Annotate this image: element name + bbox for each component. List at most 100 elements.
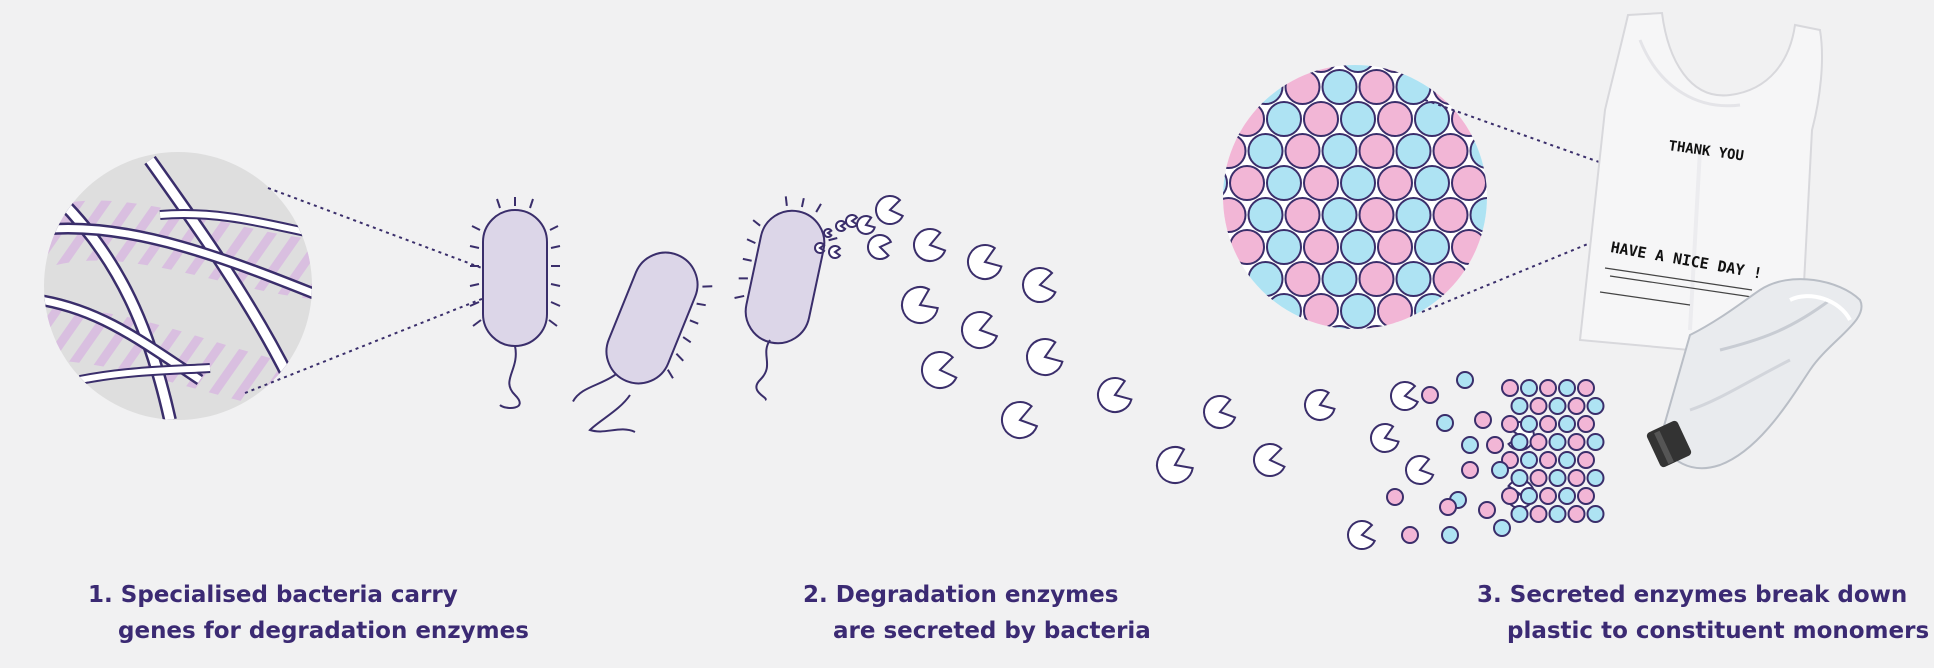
polymer-monomer — [1451, 65, 1487, 73]
polymer-monomer — [1223, 65, 1228, 73]
monomer — [1548, 397, 1567, 415]
monomer — [1510, 433, 1529, 451]
polymer-monomer — [1395, 197, 1432, 233]
polymer-monomer — [1321, 69, 1358, 105]
polymer-monomer — [1358, 197, 1395, 233]
polymer-monomer — [1229, 65, 1265, 73]
monomer — [1567, 505, 1586, 523]
monomer — [1577, 415, 1595, 433]
polymer-monomer — [1358, 133, 1395, 169]
monomer — [1539, 451, 1557, 469]
enzyme-icon — [961, 311, 999, 349]
polymer-monomer — [1508, 70, 1542, 104]
enzyme-icon — [1347, 520, 1377, 550]
polymer-monomer — [1508, 198, 1542, 232]
monomer — [1577, 379, 1595, 397]
polymer-monomer — [1395, 325, 1432, 329]
polymer-monomer — [1321, 325, 1358, 329]
monomer — [1567, 433, 1586, 451]
polymer-monomer — [1223, 101, 1228, 137]
polymer-monomer — [1545, 70, 1579, 104]
polymer-monomer — [1358, 261, 1395, 297]
polymer-monomer — [1395, 69, 1432, 105]
polymer-monomer — [1321, 261, 1358, 297]
enzyme-icon — [835, 220, 847, 232]
monomer — [1441, 526, 1459, 544]
polymer-monomer — [1545, 134, 1579, 168]
monomer — [1461, 436, 1479, 454]
monomer — [1539, 415, 1557, 433]
polymer-monomer — [1508, 326, 1542, 360]
polymer-monomer — [1247, 197, 1284, 233]
polymer-monomer — [1451, 293, 1487, 329]
polymer-monomer — [1451, 229, 1487, 265]
monomer — [1486, 436, 1504, 454]
polymer-monomer — [1303, 165, 1339, 201]
polymer-monomer — [1395, 261, 1432, 297]
monomer — [1529, 469, 1548, 487]
monomer — [1539, 379, 1557, 397]
monomer — [1436, 414, 1454, 432]
monomer — [1548, 505, 1567, 523]
polymer-monomer — [1321, 133, 1358, 169]
step-3-number: 3. — [1477, 582, 1502, 608]
monomer — [1401, 526, 1419, 544]
monomer — [1586, 433, 1605, 451]
polymer-monomer — [1432, 69, 1469, 105]
polymer-monomer — [1377, 165, 1413, 201]
enzyme-icon — [828, 245, 842, 259]
enzyme-icon — [1253, 443, 1286, 477]
polymer-monomer — [1223, 165, 1228, 201]
polymer-monomer — [1469, 69, 1487, 105]
polymer-monomer — [1469, 133, 1487, 169]
polymer-monomer — [1284, 261, 1321, 297]
polymer-monomer — [1340, 229, 1376, 265]
polymer-monomer — [1223, 229, 1228, 265]
polymer-monomer — [1489, 230, 1523, 264]
polymer-monomer — [1284, 133, 1321, 169]
monomer — [1529, 433, 1548, 451]
enzyme-icon — [1203, 395, 1237, 429]
polymer-monomer — [1247, 325, 1284, 329]
polymer-monomer — [1432, 261, 1469, 297]
monomer — [1567, 469, 1586, 487]
monomer — [1510, 469, 1529, 487]
monomer — [1520, 487, 1538, 505]
polymer-monomer — [1266, 165, 1302, 201]
monomer — [1439, 498, 1457, 516]
polymer-monomer — [1340, 165, 1376, 201]
monomer — [1558, 451, 1576, 469]
monomer — [1493, 519, 1511, 537]
polymer-monomer — [1303, 229, 1339, 265]
polymer-monomer — [1266, 65, 1302, 73]
polymer-monomer — [1303, 65, 1339, 73]
enzyme-icon — [1304, 389, 1336, 421]
enzyme-icon — [1026, 338, 1064, 376]
bacterium-icon — [469, 197, 561, 409]
polymer-monomer — [1489, 294, 1523, 328]
polymer-monomer — [1358, 69, 1395, 105]
monomer — [1548, 469, 1567, 487]
polymer-monomer — [1469, 325, 1487, 329]
polymer-monomer — [1451, 165, 1487, 201]
polymer-monomer — [1303, 293, 1339, 329]
polymer-monomer — [1414, 165, 1450, 201]
polymer-monomer — [1526, 294, 1560, 328]
polymer-monomer — [1377, 293, 1413, 329]
enzyme-icon — [856, 215, 876, 235]
monomer — [1474, 411, 1492, 429]
polymer-monomer — [1284, 325, 1321, 329]
enzyme-icon — [913, 228, 947, 262]
polymer-monomer — [1508, 262, 1542, 296]
polymer-monomer — [1223, 261, 1247, 297]
enzyme-icon — [867, 234, 893, 260]
monomer — [1586, 505, 1605, 523]
monomer — [1510, 397, 1529, 415]
step-3-line1: Secreted enzymes break down — [1509, 582, 1908, 608]
step-2-caption: 2. Degradation enzymes are secreted by b… — [803, 577, 1151, 649]
monomer — [1567, 397, 1586, 415]
polymer-monomer — [1223, 325, 1247, 329]
polymer-monomer — [1223, 197, 1247, 233]
enzyme-icon — [1390, 381, 1420, 411]
